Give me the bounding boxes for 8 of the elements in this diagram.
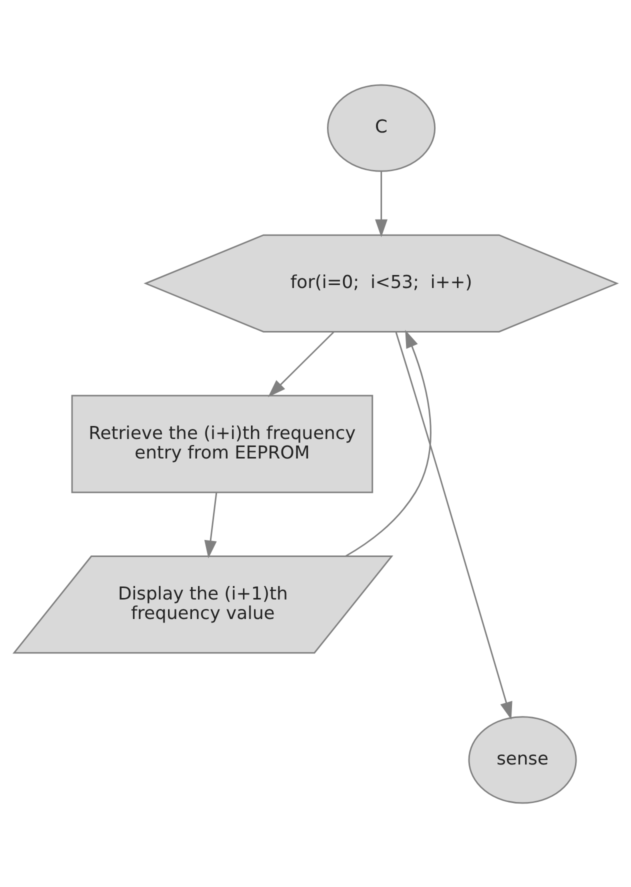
- arrow: [345, 329, 432, 556]
- arrow: [204, 492, 218, 558]
- node-ellipse: C: [327, 84, 436, 172]
- arrow: [395, 331, 512, 720]
- arrow: [375, 170, 388, 237]
- arrow: [268, 330, 335, 397]
- node-ellipse: sense: [468, 716, 577, 804]
- node-box: Retrieve the (i+i)th frequency entry from EEPROM: [71, 394, 374, 493]
